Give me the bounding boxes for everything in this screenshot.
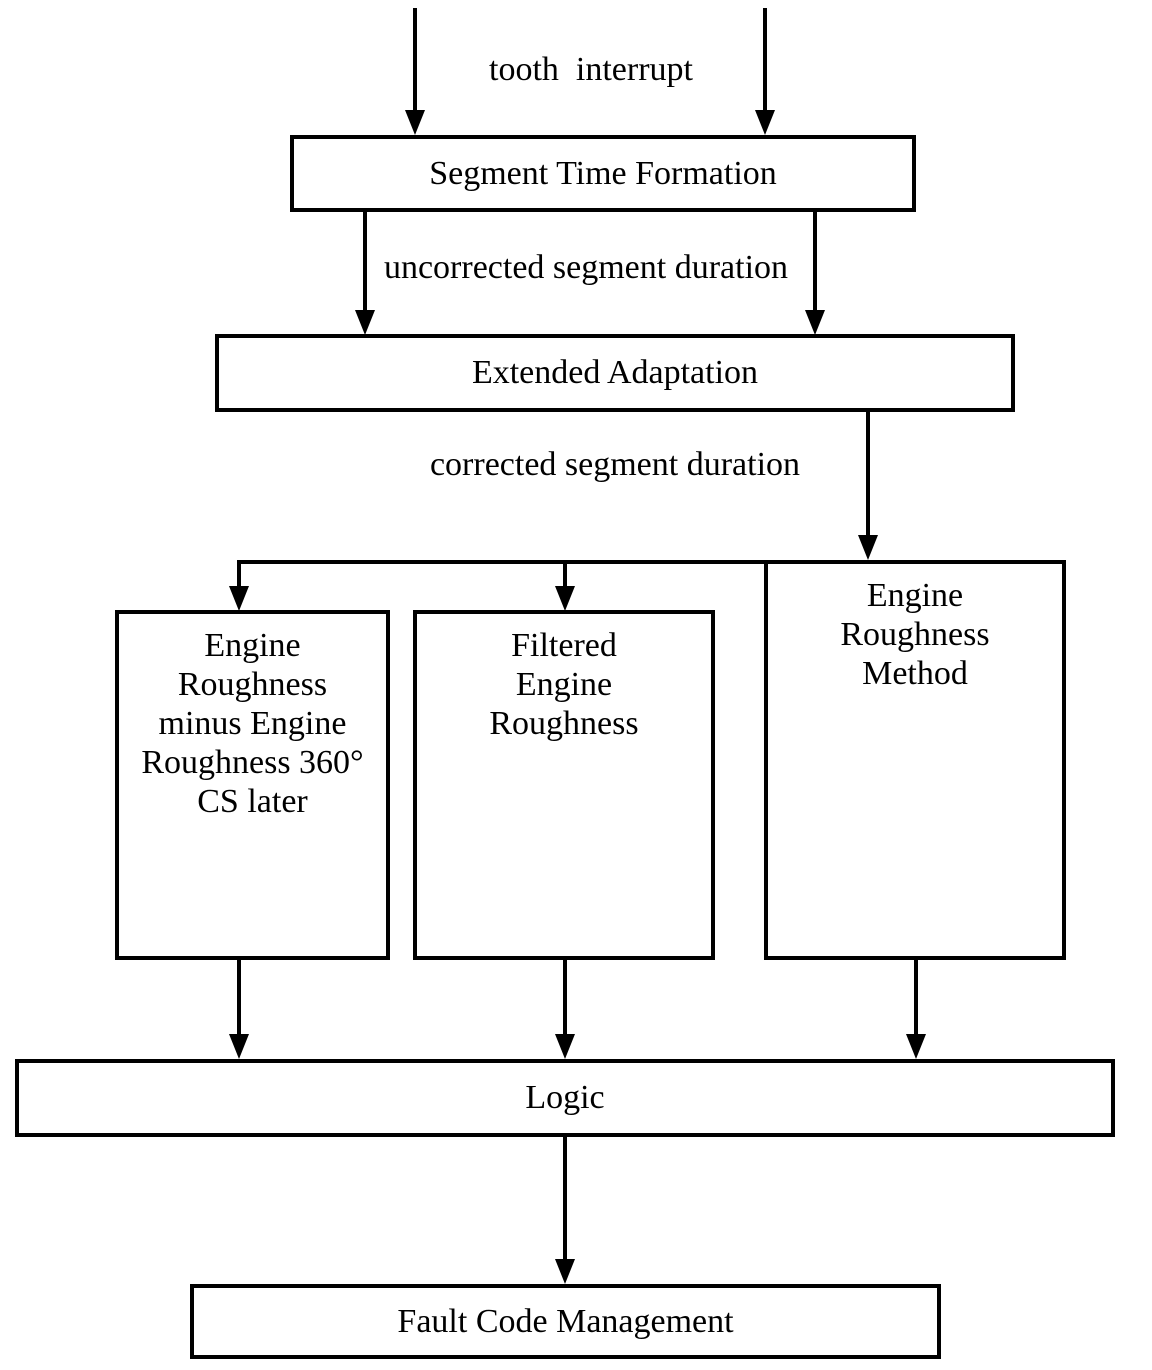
arrowhead-down-icon <box>805 310 825 335</box>
arrowhead-down-icon <box>355 310 375 335</box>
arrowhead-down-icon <box>906 1034 926 1059</box>
node-engine-roughness-method: Engine Roughness Method <box>764 560 1066 960</box>
arrow-line <box>363 212 367 310</box>
node-label: Segment Time Formation <box>429 154 777 192</box>
arrow-line <box>563 960 567 1034</box>
arrowhead-down-icon <box>555 1034 575 1059</box>
arrow-line <box>413 8 417 110</box>
arrowhead-down-icon <box>229 586 249 611</box>
node-label: Engine Roughness minus Engine Roughness … <box>141 627 364 821</box>
arrowhead-down-icon <box>755 110 775 135</box>
label-tooth-interrupt: tooth interrupt <box>489 51 693 88</box>
node-label: Logic <box>525 1079 605 1117</box>
arrow-line <box>866 412 870 535</box>
arrowhead-down-icon <box>555 1259 575 1284</box>
label-uncorrected-segment-duration: uncorrected segment duration <box>383 249 789 286</box>
node-label: Engine Roughness Method <box>840 577 990 693</box>
node-filtered-engine-roughness: Filtered Engine Roughness <box>413 610 715 960</box>
node-fault-code-management: Fault Code Management <box>190 1284 941 1359</box>
node-segment-time-formation: Segment Time Formation <box>290 135 916 212</box>
node-extended-adaptation: Extended Adaptation <box>215 334 1015 412</box>
arrow-line <box>563 562 567 586</box>
arrow-line <box>914 960 918 1034</box>
arrow-line <box>813 212 817 310</box>
node-label: Extended Adaptation <box>471 354 759 392</box>
branch-line <box>237 560 766 564</box>
node-label: Fault Code Management <box>397 1302 734 1340</box>
arrow-line <box>563 1137 567 1259</box>
node-label: Filtered Engine Roughness <box>489 627 639 743</box>
arrowhead-down-icon <box>229 1034 249 1059</box>
arrowhead-down-icon <box>555 586 575 611</box>
arrowhead-down-icon <box>858 535 878 560</box>
arrowhead-down-icon <box>405 110 425 135</box>
arrow-line <box>237 562 241 586</box>
arrow-line <box>763 8 767 110</box>
node-engine-roughness-minus: Engine Roughness minus Engine Roughness … <box>115 610 390 960</box>
node-logic: Logic <box>15 1059 1115 1137</box>
arrow-line <box>237 960 241 1034</box>
label-corrected-segment-duration: corrected segment duration <box>429 446 801 483</box>
